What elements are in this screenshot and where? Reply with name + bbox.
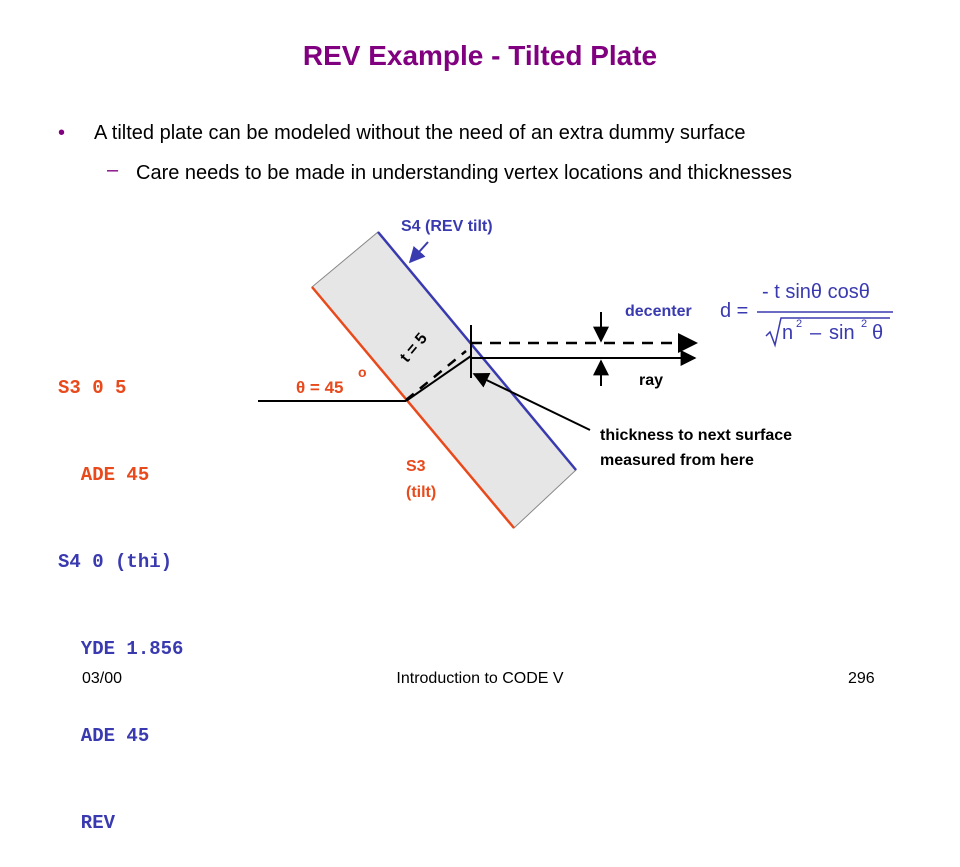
code-line-3: S4 0 (thi): [58, 551, 173, 573]
s3-label: S3: [406, 458, 426, 475]
thickness-dash: [405, 350, 467, 401]
degree-symbol: o: [358, 364, 367, 380]
thickness-note-line-1: thickness to next surface: [600, 427, 793, 444]
equation-n-exponent: 2: [796, 318, 803, 330]
thickness-pointer: [472, 373, 591, 431]
footer-date: 03/00: [82, 670, 123, 687]
code-line-6: REV: [58, 812, 116, 834]
ray-label: ray: [639, 372, 664, 389]
code-line-2: ADE 45: [58, 464, 150, 486]
equation-sin: sin: [829, 322, 855, 344]
equation-theta: θ: [872, 322, 884, 344]
code-line-4: YDE 1.856: [58, 638, 184, 660]
theta-label: θ = 45: [296, 378, 344, 397]
slide-title: REV Example - Tilted Plate: [302, 40, 658, 71]
bullet-marker: •: [58, 122, 66, 144]
refracted-ray: [405, 355, 472, 402]
equation-minus: –: [810, 322, 822, 344]
sub-bullet-text: Care needs to be made in understanding v…: [136, 162, 792, 184]
decenter-label: decenter: [625, 303, 692, 320]
s4-label: S4 (REV tilt): [401, 218, 493, 235]
code-line-5: ADE 45: [58, 725, 150, 747]
equation-sin-exponent: 2: [861, 318, 868, 330]
bullet-text-1: A tilted plate can be modeled without th…: [94, 122, 746, 144]
equation-n: n: [782, 322, 794, 344]
footer-title: Introduction to CODE V: [396, 670, 564, 687]
sub-bullet-marker: –: [107, 159, 119, 181]
equation-lines: [757, 311, 893, 348]
equation-lhs: d =: [720, 300, 749, 322]
footer-page-number: 296: [848, 670, 875, 687]
thickness-note-line-2: measured from here: [600, 452, 754, 469]
equation-numerator: - t sinθ cosθ: [762, 281, 870, 303]
sqrt-sign: [765, 317, 890, 348]
plate-diagram: [258, 231, 698, 529]
s4-pointer: [408, 241, 429, 264]
s3-tilt-label: (tilt): [406, 484, 437, 501]
code-line-1: S3 0 5: [58, 377, 127, 399]
s3-surface: [311, 286, 515, 529]
s4-surface: [377, 231, 577, 471]
